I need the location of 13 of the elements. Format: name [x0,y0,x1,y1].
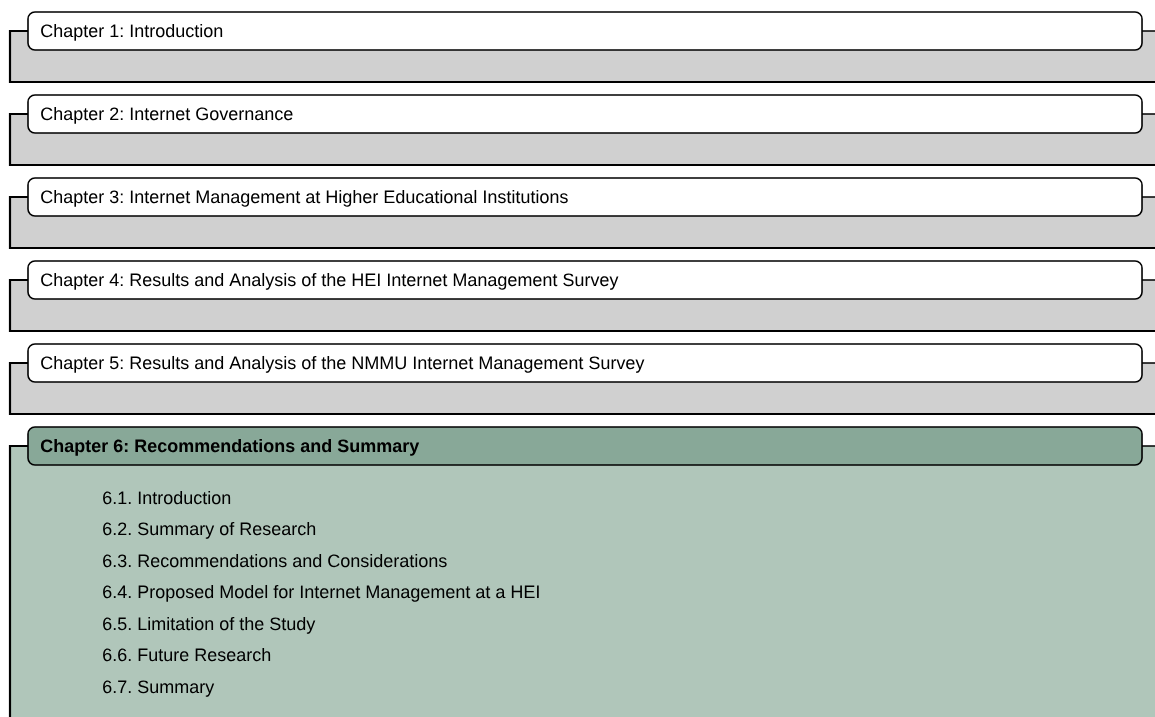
section-item: 6.2. Summary of Research [103,521,316,539]
section-item: 6.3. Recommendations and Considerations [103,553,447,568]
chapter-panel: Chapter 3: Internet Management at Higher Educational Institutions [8,177,1155,250]
section-item: 6.4. Proposed Model for Internet Management at a HEI [103,584,539,602]
chapter-panel: Chapter 6: Recommendations and Summary 6.1. Introduction 6.2. Summary of Research 6.3. Recommendations and Considerations 6.4. Proposed Model for Internet Management at a HEI 6.5. Limitation of the Study 6.6. Future Research 6.7. Summary [8,426,1155,717]
chapter-panel: Chapter 4: Results and Analysis of the HEI Internet Management Survey [8,260,1155,333]
section-item: 6.5. Limitation of the Study [103,616,316,634]
section-item: 6.7. Summary [103,680,215,697]
chapter-panel: Chapter 2: Internet Governance [8,94,1155,167]
section-item: 6.6. Future Research [103,647,271,662]
chapter-panel: Chapter 1: Introduction [8,11,1155,84]
section-item: 6.1. Introduction [103,490,231,505]
chapter-panel: Chapter 5: Results and Analysis of the NMMU Internet Management Survey [8,343,1155,416]
